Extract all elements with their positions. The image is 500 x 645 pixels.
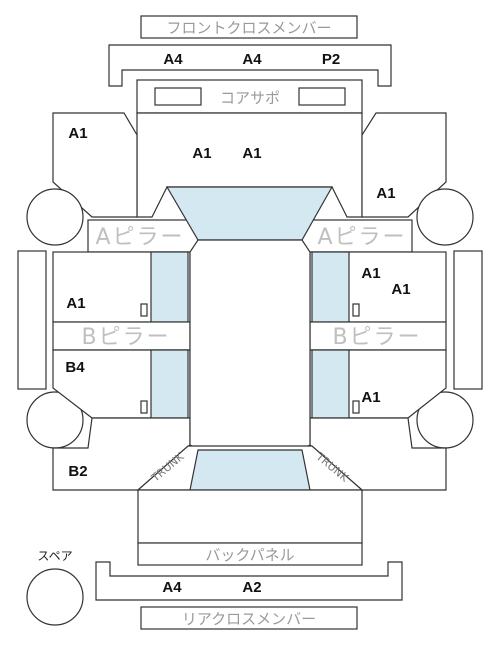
left-a-pillar-label: Aピラー <box>95 225 184 250</box>
right-front-wheel <box>416 188 474 246</box>
rear-window <box>189 449 311 491</box>
hood-grade-2: A1 <box>242 145 261 162</box>
core-support-left-slot <box>154 87 202 106</box>
left-front-fender-grade: A1 <box>68 125 87 142</box>
right-a-pillar-label: Aピラー <box>317 225 406 250</box>
right-front-fender <box>361 112 447 218</box>
spare-label: スペア <box>37 549 72 563</box>
rear-cross-grade-1: A4 <box>162 579 182 596</box>
right-b-pillar-label: Bピラー <box>332 325 421 350</box>
core-support-label: コアサポ <box>220 89 280 107</box>
left-front-door-handle <box>140 303 148 317</box>
front-cross-grade-1: A4 <box>163 51 183 68</box>
front-cross-member-label: フロントクロスメンバー <box>166 19 331 37</box>
right-front-door-grade-1: A1 <box>361 265 380 282</box>
core-support-right-slot <box>298 87 346 106</box>
right-rear-door-grade: A1 <box>361 389 380 406</box>
right-front-door-handle <box>352 303 360 317</box>
left-rocker-panel <box>17 250 47 390</box>
front-cross-grade-3: P2 <box>322 51 340 68</box>
back-panel-label: バックパネル <box>205 546 294 564</box>
rear-cross-grade-2: A2 <box>242 579 261 596</box>
left-front-window <box>150 251 189 323</box>
left-rear-door-grade: B4 <box>65 359 85 376</box>
left-rear-quarter-grade: B2 <box>68 463 87 480</box>
left-a-pillar <box>87 219 199 253</box>
right-front-window <box>311 251 350 323</box>
left-rear-door-handle <box>140 400 148 414</box>
front-cross-member-box <box>140 15 358 39</box>
left-front-wheel <box>26 188 84 246</box>
left-rear-window <box>150 349 189 419</box>
rear-bumper <box>95 561 403 601</box>
right-rear-window <box>311 349 350 419</box>
right-b-pillar <box>309 321 447 351</box>
rear-body <box>137 489 363 544</box>
right-rocker-panel <box>453 250 483 390</box>
left-front-door-grade: A1 <box>66 295 85 312</box>
front-cross-grade-2: A4 <box>242 51 262 68</box>
front-bumper <box>108 44 392 87</box>
right-front-door-grade-2: A1 <box>391 281 410 298</box>
left-front-fender <box>52 112 138 218</box>
back-panel <box>137 542 363 566</box>
spare-tire <box>26 568 84 626</box>
roof <box>189 239 311 451</box>
right-front-fender-grade: A1 <box>376 185 395 202</box>
hood-grade-1: A1 <box>192 145 211 162</box>
left-b-pillar-label: Bピラー <box>81 325 170 350</box>
right-rear-door-handle <box>352 400 360 414</box>
rear-cross-member-label: リアクロスメンバー <box>182 610 316 628</box>
rear-cross-member-box <box>140 606 358 630</box>
